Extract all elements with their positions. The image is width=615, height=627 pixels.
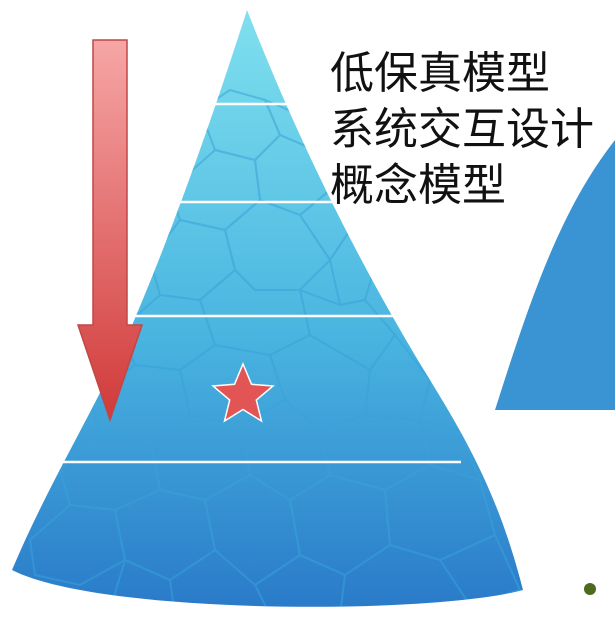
label-system-interaction-design: 系统交互设计 (330, 104, 594, 155)
bullet-icon (584, 583, 596, 595)
cell-texture (28, 88, 522, 607)
right-cropped-shape (495, 140, 615, 410)
layer-dividers (49, 102, 461, 464)
star-icon (211, 362, 275, 423)
pyramid-body (12, 10, 523, 607)
pyramid (12, 10, 523, 607)
layer-labels: 低保真模型 系统交互设计 概念模型 (330, 46, 594, 214)
label-low-fidelity-model: 低保真模型 (330, 48, 550, 99)
label-concept-model: 概念模型 (330, 160, 506, 211)
down-arrow-icon (76, 39, 144, 423)
